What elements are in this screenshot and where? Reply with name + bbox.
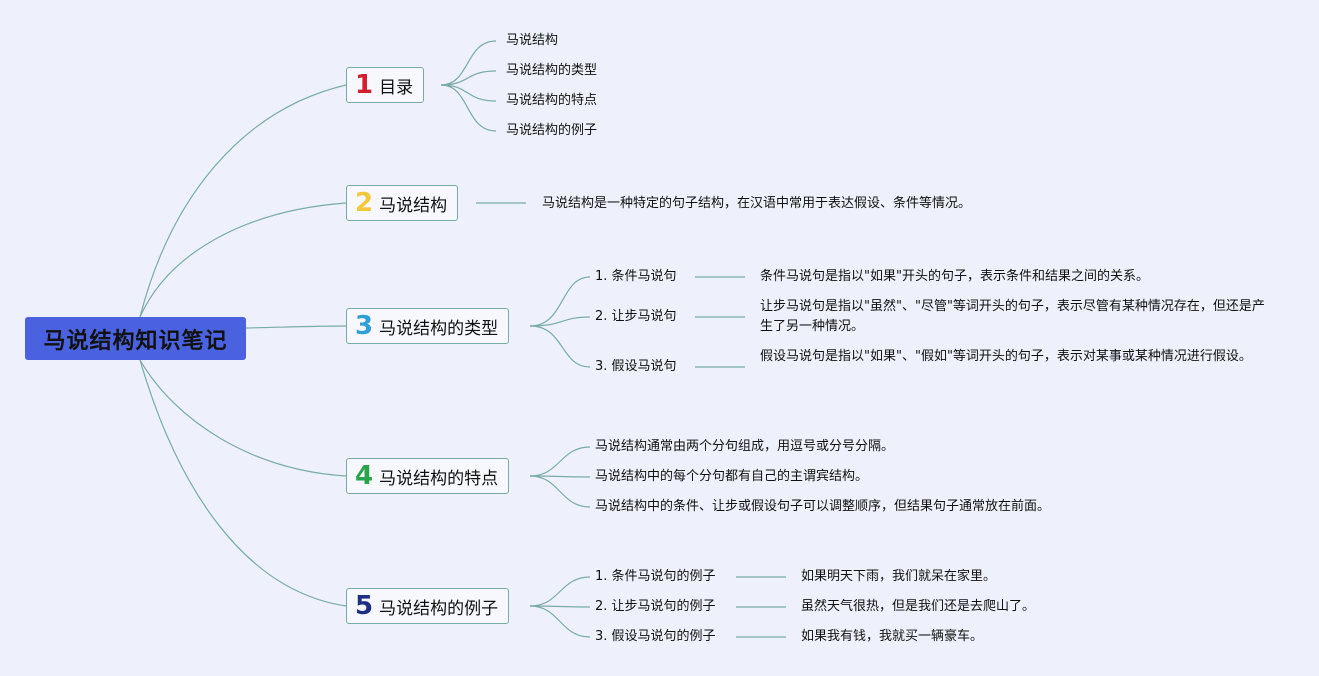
topic-1-child-4-link (440, 84, 497, 132)
topic-1-child-1[interactable]: 马说结构 (506, 33, 559, 48)
topic-5-item-3-label[interactable]: 3. 假设马说句的例子 (595, 629, 716, 644)
topic-5-item-3-description[interactable]: 如果我有钱，我就买一辆豪车。 (801, 629, 984, 644)
topic-2-description[interactable]: 马说结构是一种特定的句子结构，在汉语中常用于表达假设、条件等情况。 (542, 196, 972, 211)
topic-4-label: 马说结构的特点 (379, 468, 499, 489)
topic-1-child-3[interactable]: 马说结构的特点 (506, 93, 598, 108)
root-topic[interactable]: 马说结构知识笔记 (25, 317, 246, 360)
topic-5-item-1-link (529, 576, 591, 607)
topic-3-item-1-description[interactable]: 条件马说句是指以"如果"开头的句子，表示条件和结果之间的关系。 (760, 269, 1149, 284)
topic-3-item-1-link (529, 276, 591, 327)
topic-3-types[interactable]: 3 马说结构的类型 (346, 308, 510, 344)
root-to-topic-3-link (245, 325, 347, 329)
topic-5-item-1-label[interactable]: 1. 条件马说句的例子 (595, 569, 716, 584)
topic-3-item-3-label[interactable]: 3. 假设马说句 (595, 359, 677, 374)
topic-1-child-2[interactable]: 马说结构的类型 (506, 63, 598, 78)
topic-1-child-4[interactable]: 马说结构的例子 (506, 123, 598, 138)
topic-1-child-3-link (440, 84, 497, 102)
topic-4-child-3-link (529, 475, 591, 508)
topic-3-item-1-label[interactable]: 1. 条件马说句 (595, 269, 677, 284)
topic-5-item-2-label[interactable]: 2. 让步马说句的例子 (595, 599, 716, 614)
topic-4-features[interactable]: 4 马说结构的特点 (346, 458, 510, 494)
topic-3-item-2-link (529, 316, 591, 327)
topic-2-label: 马说结构 (379, 195, 448, 216)
number-2-icon: 2 (355, 188, 374, 218)
topic-4-child-2[interactable]: 马说结构中的每个分句都有自己的主谓宾结构。 (595, 469, 869, 484)
topic-1-contents[interactable]: 1 目录 (346, 67, 425, 103)
topic-3-item-3-link (529, 325, 591, 368)
root-to-topic-4-link (139, 359, 347, 477)
topic-5-examples[interactable]: 5 马说结构的例子 (346, 588, 510, 624)
topic-1-label: 目录 (379, 77, 414, 98)
topic-5-label: 马说结构的例子 (379, 598, 499, 619)
number-4-icon: 4 (355, 461, 374, 491)
topic-5-item-3-link (529, 605, 591, 638)
topic-3-item-2-description[interactable]: 让步马说句是指以"虽然"、"尽管"等词开头的句子，表示尽管有某种情况存在，但还是… (760, 299, 1265, 334)
number-5-icon: 5 (355, 591, 374, 621)
root-to-topic-5-link (139, 359, 347, 607)
topic-3-item-2-label[interactable]: 2. 让步马说句 (595, 309, 677, 324)
topic-4-child-3[interactable]: 马说结构中的条件、让步或假设句子可以调整顺序，但结果句子通常放在前面。 (595, 499, 1051, 514)
topic-2-definition[interactable]: 2 马说结构 (346, 185, 459, 221)
number-1-icon: 1 (355, 70, 374, 100)
topic-4-child-1-link (529, 446, 591, 477)
topic-4-child-1[interactable]: 马说结构通常由两个分句组成，用逗号或分号分隔。 (595, 439, 895, 454)
topic-5-item-1-description[interactable]: 如果明天下雨，我们就呆在家里。 (801, 569, 997, 584)
topic-3-item-3-description[interactable]: 假设马说句是指以"如果"、"假如"等词开头的句子，表示对某事或某种情况进行假设。 (760, 349, 1252, 364)
root-to-topic-1-link (139, 84, 347, 318)
topic-1-child-2-link (440, 70, 497, 86)
root-to-topic-2-link (139, 202, 347, 318)
topic-3-label: 马说结构的类型 (379, 318, 499, 339)
topic-1-child-1-link (440, 40, 497, 86)
topic-5-item-2-description[interactable]: 虽然天气很热，但是我们还是去爬山了。 (801, 599, 1036, 614)
number-3-icon: 3 (355, 311, 374, 341)
